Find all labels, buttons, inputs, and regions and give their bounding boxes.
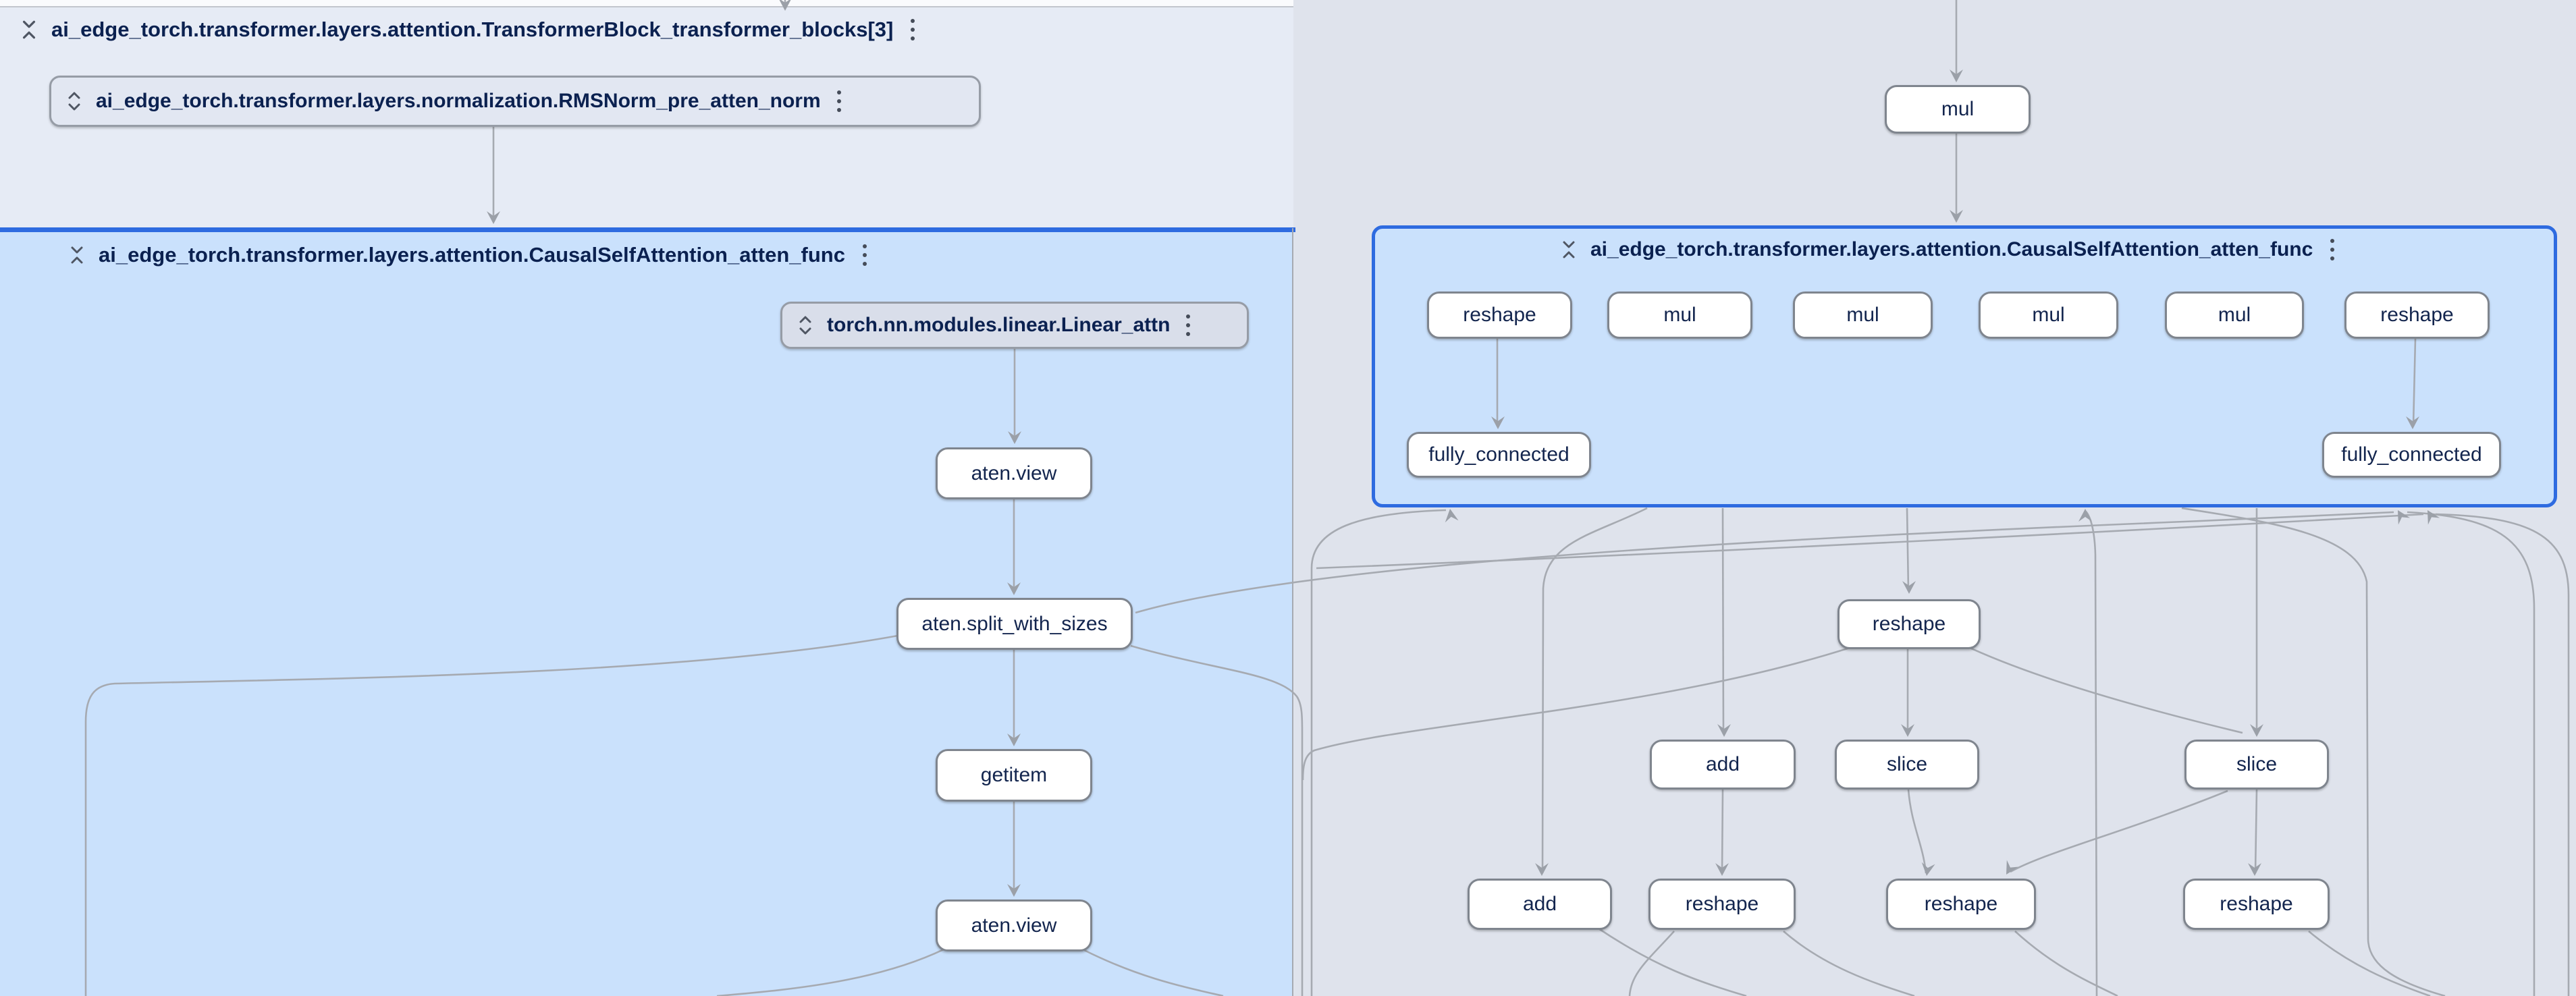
collapse-icon[interactable] (66, 243, 88, 267)
group-title: ai_edge_torch.transformer.layers.attenti… (99, 243, 845, 267)
node-reshape[interactable]: reshape (1837, 599, 1981, 649)
expand-icon[interactable] (63, 88, 85, 115)
node-getitem[interactable]: getitem (936, 749, 1092, 802)
node-reshape[interactable]: reshape (2183, 879, 2330, 930)
collapsed-group-node[interactable]: torch.nn.modules.linear.Linear_attn (780, 302, 1249, 349)
collapse-icon[interactable] (1558, 238, 1580, 262)
more-options-icon[interactable] (2328, 236, 2337, 263)
node-fully_connected[interactable]: fully_connected (2322, 432, 2501, 478)
node-slice[interactable]: slice (1835, 740, 1979, 790)
node-aten.split_with_sizes[interactable]: aten.split_with_sizes (896, 598, 1133, 650)
node-mul[interactable]: mul (1607, 292, 1752, 339)
node-mul[interactable]: mul (1979, 292, 2118, 339)
attention-group-right-border (1292, 228, 1293, 996)
group-header-transformer-block[interactable]: ai_edge_torch.transformer.layers.attenti… (18, 16, 917, 43)
node-mul[interactable]: mul (1793, 292, 1933, 339)
node-aten.view[interactable]: aten.view (936, 447, 1092, 499)
group-header-causal-self-attention-left[interactable]: ai_edge_torch.transformer.layers.attenti… (66, 242, 869, 269)
expand-icon[interactable] (795, 312, 816, 339)
node-mul[interactable]: mul (2165, 292, 2304, 339)
group-header-causal-self-attention-right[interactable]: ai_edge_torch.transformer.layers.attenti… (1558, 236, 2337, 263)
canvas-top-strip (0, 0, 1293, 7)
group-title: ai_edge_torch.transformer.layers.attenti… (1590, 238, 2313, 260)
collapsed-group-label: ai_edge_torch.transformer.layers.normali… (96, 90, 821, 112)
collapsed-group-label: torch.nn.modules.linear.Linear_attn (827, 314, 1171, 336)
more-options-icon[interactable] (834, 88, 844, 115)
node-aten.view[interactable]: aten.view (936, 900, 1092, 951)
node-reshape[interactable]: reshape (1648, 879, 1796, 930)
node-fully_connected[interactable]: fully_connected (1407, 432, 1591, 478)
more-options-icon[interactable] (1183, 312, 1193, 339)
node-reshape[interactable]: reshape (1886, 879, 2036, 930)
node-add[interactable]: add (1468, 879, 1612, 930)
collapse-icon[interactable] (18, 17, 41, 43)
more-options-icon[interactable] (860, 242, 869, 269)
node-add[interactable]: add (1650, 740, 1796, 790)
node-slice[interactable]: slice (2184, 740, 2329, 790)
attention-group-selected-top-border (0, 227, 1295, 232)
group-title: ai_edge_torch.transformer.layers.attenti… (51, 18, 894, 41)
node-reshape[interactable]: reshape (2344, 292, 2490, 339)
node-mul[interactable]: mul (1885, 85, 2031, 134)
collapsed-group-node[interactable]: ai_edge_torch.transformer.layers.normali… (49, 76, 981, 127)
node-reshape[interactable]: reshape (1427, 292, 1572, 339)
more-options-icon[interactable] (908, 16, 917, 43)
